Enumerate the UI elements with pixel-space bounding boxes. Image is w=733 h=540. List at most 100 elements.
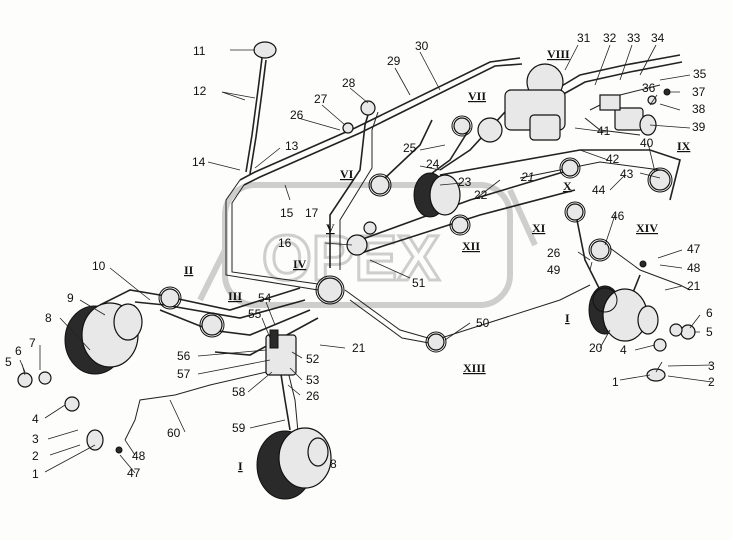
brake-components	[17, 41, 696, 500]
part-label: 47	[127, 466, 141, 480]
fittings-right	[639, 88, 696, 382]
part-label: 20	[589, 341, 603, 355]
part-label: 21	[352, 341, 366, 355]
section-label: VIII	[547, 47, 570, 61]
section-label: I	[238, 459, 243, 473]
section-label: I	[565, 311, 570, 325]
part-label: 56	[177, 349, 191, 363]
section-label: XIV	[636, 221, 658, 235]
part-label: 47	[687, 242, 701, 256]
filler-cap	[253, 41, 277, 59]
part-label: 38	[692, 102, 706, 116]
part-label: 21	[687, 279, 701, 293]
section-label: XII	[462, 239, 480, 253]
part-label: 54	[258, 291, 272, 305]
section-label: V	[326, 221, 335, 235]
section-label: II	[184, 263, 194, 277]
part-number-labels: 11 12 13 14 15 17 26 27 28 29 30 31 32 3…	[5, 31, 715, 481]
part-label: 34	[651, 31, 665, 45]
part-label: 53	[306, 373, 320, 387]
brake-chamber-right	[588, 285, 659, 342]
part-label: 6	[15, 344, 22, 358]
part-label: 26	[547, 246, 561, 260]
part-label: 30	[415, 39, 429, 53]
part-label: 13	[285, 139, 299, 153]
part-label: 2	[32, 449, 39, 463]
part-label: 10	[92, 259, 106, 273]
part-label: 5	[706, 325, 713, 339]
part-label: 58	[232, 385, 246, 399]
part-label: 6	[706, 306, 713, 320]
distributor-block	[265, 329, 297, 376]
part-label: 41	[597, 124, 611, 138]
fittings-left	[17, 371, 123, 454]
part-label: 9	[67, 291, 74, 305]
part-label: 42	[606, 152, 620, 166]
section-label: XIII	[463, 361, 486, 375]
part-label: 8	[45, 311, 52, 325]
part-label: 5	[5, 355, 12, 369]
part-label: 57	[177, 367, 191, 381]
part-label: 15	[280, 206, 294, 220]
part-label: 11	[193, 44, 206, 58]
part-label: 40	[640, 136, 654, 150]
part-label: 36	[642, 81, 656, 95]
part-label: 48	[132, 449, 146, 463]
part-label: 2	[708, 375, 715, 389]
part-label: 4	[32, 412, 39, 426]
part-label: 7	[29, 336, 36, 350]
brake-chamber-center	[413, 172, 461, 218]
part-label: 50	[476, 316, 490, 330]
part-label: 32	[603, 31, 617, 45]
part-label: 16	[278, 236, 292, 250]
valve-right	[599, 94, 657, 136]
part-label: 14	[192, 155, 206, 169]
part-label: 35	[693, 67, 707, 81]
brake-chamber-rear-left	[256, 427, 332, 500]
part-label: 8	[330, 457, 337, 471]
section-label: X	[563, 179, 572, 193]
section-labels: VIII VII VI V IV II III IX X XI XII XIV …	[184, 47, 691, 473]
part-label: 55	[248, 307, 262, 321]
part-label: 26	[290, 108, 304, 122]
part-label: 29	[387, 54, 401, 68]
part-label: 51	[412, 276, 426, 290]
brake-chamber-front-left	[64, 302, 143, 375]
part-label: 24	[426, 157, 440, 171]
part-label: 39	[692, 120, 706, 134]
part-label: 21	[520, 170, 534, 184]
leader-lines	[19, 44, 713, 474]
section-label: VII	[468, 89, 486, 103]
part-label: 48	[687, 261, 701, 275]
watermark-text: OPEX	[262, 222, 440, 294]
part-label: 46	[611, 209, 625, 223]
part-label: 25	[403, 141, 417, 155]
watermark-logo: OPEX	[197, 182, 538, 308]
tee-connectors	[160, 100, 671, 351]
part-label: 26	[306, 389, 320, 403]
part-label: 52	[306, 352, 320, 366]
valve-assembly	[453, 63, 566, 143]
part-label: 37	[692, 85, 706, 99]
part-label: 49	[547, 263, 561, 277]
part-label: 22	[474, 188, 488, 202]
section-circles	[158, 115, 673, 353]
part-label: 3	[32, 432, 39, 446]
part-label: 23	[458, 175, 472, 189]
section-label: III	[228, 289, 242, 303]
part-label: 17	[305, 206, 319, 220]
part-label: 31	[577, 31, 591, 45]
part-label: 33	[627, 31, 641, 45]
part-label: 59	[232, 421, 246, 435]
part-label: 1	[612, 375, 619, 389]
part-label: 3	[708, 359, 715, 373]
part-label: 28	[342, 76, 356, 90]
part-label: 27	[314, 92, 328, 106]
section-label: IX	[677, 139, 691, 153]
part-label: 43	[620, 167, 634, 181]
section-label: XI	[532, 221, 546, 235]
part-label: 4	[620, 343, 627, 357]
section-label: VI	[340, 167, 354, 181]
